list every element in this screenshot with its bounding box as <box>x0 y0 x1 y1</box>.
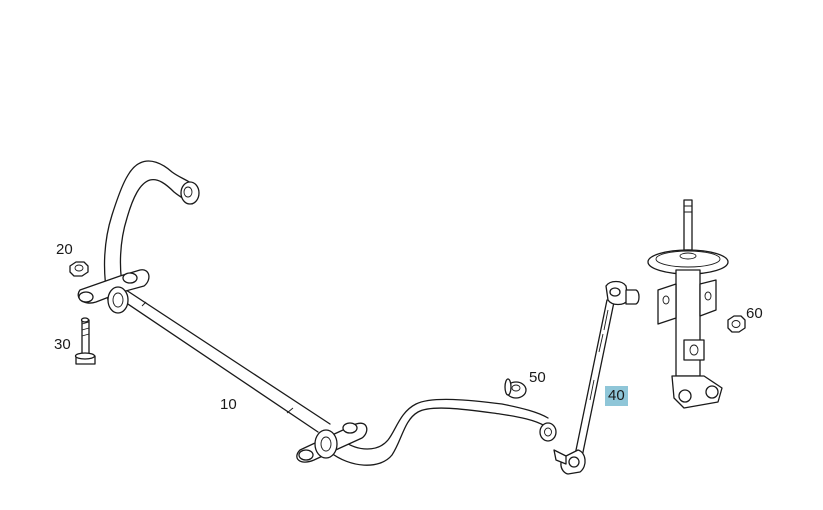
bush-50 <box>504 378 527 399</box>
callout-40-highlighted: 40 <box>605 386 628 406</box>
bolt-30 <box>74 317 96 365</box>
callout-50: 50 <box>529 369 546 386</box>
callout-60: 60 <box>746 305 763 322</box>
nut-20 <box>69 261 89 277</box>
nut-60 <box>727 315 746 333</box>
left-bearing-bracket <box>77 269 150 314</box>
right-bearing-bracket <box>296 422 368 463</box>
stabilizer-bar <box>103 160 557 466</box>
callout-20: 20 <box>56 241 73 258</box>
callout-10: 10 <box>220 396 237 413</box>
callout-30: 30 <box>54 336 71 353</box>
strut-assembly <box>647 199 729 409</box>
coupling-rod-40 <box>553 280 640 475</box>
